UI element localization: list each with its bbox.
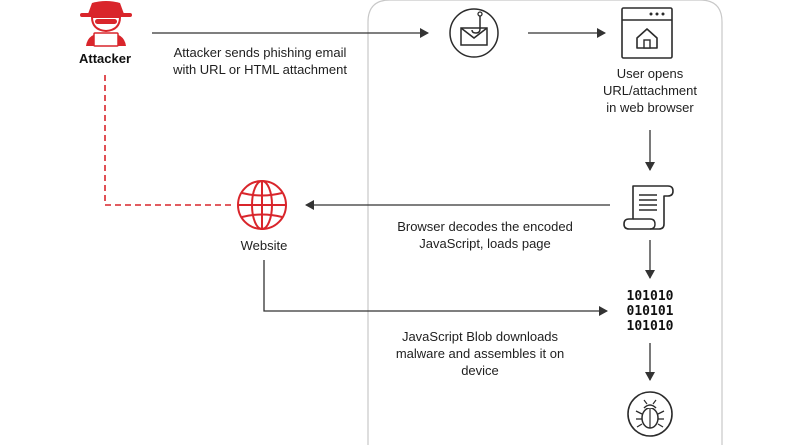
hacker-icon: [80, 1, 132, 47]
phishing-edge-label: Attacker sends phishing email with URL o…: [145, 44, 375, 78]
bug-icon: [627, 391, 673, 437]
blob-label-line-3: device: [461, 363, 499, 378]
user-label-line-2: URL/attachment: [603, 83, 697, 98]
user-opens-label: User opens URL/attachment in web browser: [585, 65, 715, 116]
script-scroll-icon: [623, 185, 674, 230]
website-label: Website: [240, 238, 288, 253]
arrow-blob-download: [263, 260, 608, 316]
decode-label-line-2: JavaScript, loads page: [419, 236, 551, 251]
device-boundary: [367, 0, 723, 445]
user-label-line-3: in web browser: [606, 100, 694, 115]
globe-icon: [237, 180, 287, 230]
user-label-line-1: User opens: [616, 66, 684, 81]
binary-row-1: 101010: [627, 289, 674, 304]
binary-row-3: 101010: [627, 319, 674, 334]
decode-label-line-1: Browser decodes the encoded: [397, 219, 573, 234]
email-hook-icon: [449, 8, 499, 58]
browser-window-icon: [621, 7, 673, 59]
binary-icon: 101010 010101 101010: [627, 289, 674, 334]
phishing-label-line-2: with URL or HTML attachment: [173, 62, 347, 77]
blob-edge-label: JavaScript Blob downloads malware and as…: [365, 328, 595, 379]
binary-row-2: 010101: [627, 304, 674, 319]
phishing-label-line-1: Attacker sends phishing email: [173, 45, 347, 60]
blob-label-line-2: malware and assembles it on: [395, 346, 565, 361]
attacker-website-dashed-link: [104, 75, 232, 206]
blob-label-line-1: JavaScript Blob downloads: [401, 329, 559, 344]
attacker-label: Attacker: [78, 51, 132, 66]
decode-edge-label: Browser decodes the encoded JavaScript, …: [370, 218, 600, 252]
